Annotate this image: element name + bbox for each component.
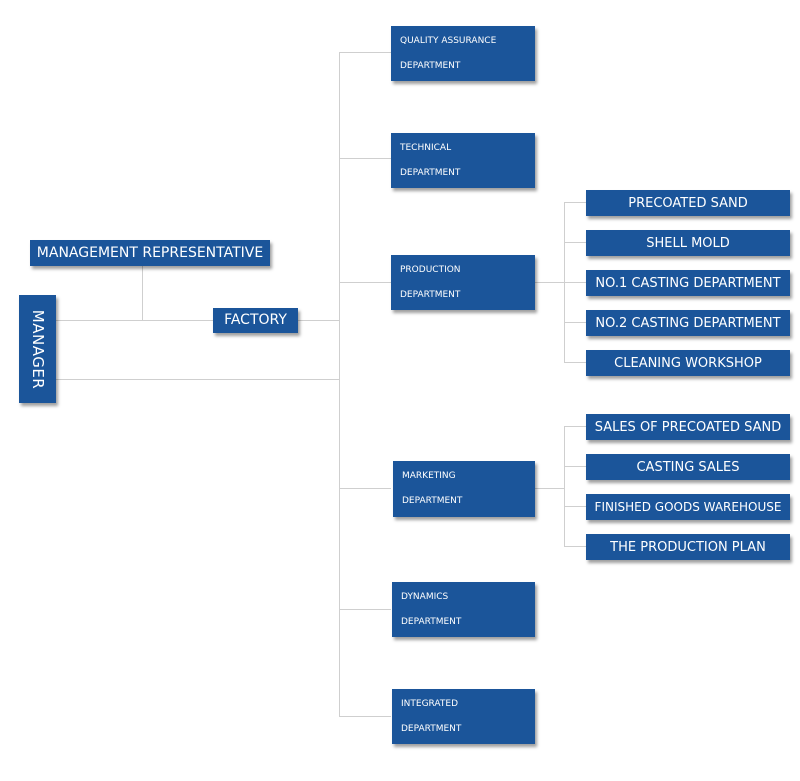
node-dept-technical: TECHNICAL DEPARTMENT [391, 133, 535, 188]
node-sub-label: SHELL MOLD [646, 235, 730, 251]
connector-prod-out [535, 282, 565, 283]
connector-branch-prod [339, 282, 391, 283]
node-dept-label-line1: PRODUCTION [400, 264, 461, 275]
node-sub-label: FINISHED GOODS WAREHOUSE [594, 499, 782, 514]
node-dept-marketing: MARKETING DEPARTMENT [393, 461, 535, 517]
connector-prod-child-2 [564, 242, 586, 243]
node-dept-quality-assurance: QUALITY ASSURANCE DEPARTMENT [391, 26, 535, 81]
node-sub-label: NO.2 CASTING DEPARTMENT [595, 315, 781, 331]
node-sub-label: NO.1 CASTING DEPARTMENT [595, 275, 781, 291]
node-sub-sales-precoated-sand: SALES OF PRECOATED SAND [586, 414, 790, 440]
node-sub-label: CASTING SALES [636, 459, 740, 475]
connector-mkt-child-4 [564, 546, 586, 547]
node-dept-label-line1: TECHNICAL [400, 142, 452, 153]
node-dept-label-line1: QUALITY ASSURANCE [400, 35, 497, 46]
connector-mkt-spine [564, 426, 565, 546]
connector-mkt-child-3 [564, 506, 586, 507]
node-sub-label: SALES OF PRECOATED SAND [594, 419, 782, 435]
connector-factory-to-trunk [298, 320, 340, 321]
node-management-representative-label: MANAGEMENT REPRESENTATIVE [36, 244, 264, 261]
node-dept-production: PRODUCTION DEPARTMENT [391, 255, 535, 310]
connector-branch-qa [339, 52, 391, 53]
node-sub-cleaning-workshop: CLEANING WORKSHOP [586, 350, 790, 376]
node-dept-label-line2: DEPARTMENT [400, 167, 461, 178]
node-dept-label-line1: INTEGRATED [401, 698, 459, 709]
node-factory-label: FACTORY [224, 312, 287, 328]
connector-mkt-child-2 [564, 466, 586, 467]
connector-prod-child-1 [564, 202, 586, 203]
node-dept-integrated: INTEGRATED DEPARTMENT [392, 689, 535, 744]
connector-branch-mkt [339, 488, 391, 489]
connector-branch-dyn [339, 609, 391, 610]
node-sub-precoated-sand: PRECOATED SAND [586, 190, 790, 216]
node-sub-no1-casting: NO.1 CASTING DEPARTMENT [586, 270, 790, 296]
connector-branch-tech [339, 158, 391, 159]
node-dept-label-line2: DEPARTMENT [401, 723, 462, 734]
node-dept-dynamics: DYNAMICS DEPARTMENT [392, 582, 535, 637]
connector-prod-child-5 [564, 362, 586, 363]
node-manager: MANAGER [19, 295, 56, 403]
connector-manager-to-trunk [56, 379, 340, 380]
connector-rep-drop [142, 266, 143, 321]
connector-prod-child-3 [564, 282, 586, 283]
node-management-representative: MANAGEMENT REPRESENTATIVE [30, 240, 270, 266]
node-dept-label-line2: DEPARTMENT [401, 616, 462, 627]
node-dept-label-line1: DYNAMICS [401, 591, 449, 602]
connector-branch-int [339, 716, 391, 717]
node-sub-production-plan: THE PRODUCTION PLAN [586, 534, 790, 560]
connector-prod-child-4 [564, 322, 586, 323]
connector-trunk [339, 52, 340, 716]
node-sub-label: THE PRODUCTION PLAN [610, 539, 766, 555]
node-sub-shell-mold: SHELL MOLD [586, 230, 790, 256]
node-dept-label-line2: DEPARTMENT [402, 496, 463, 506]
node-dept-label-line1: MARKETING [402, 471, 456, 481]
connector-mkt-child-1 [564, 426, 586, 427]
node-dept-label-line2: DEPARTMENT [400, 289, 461, 300]
node-factory: FACTORY [213, 308, 298, 333]
node-dept-label-line2: DEPARTMENT [400, 60, 461, 71]
node-sub-casting-sales: CASTING SALES [586, 454, 790, 480]
node-sub-finished-goods-warehouse: FINISHED GOODS WAREHOUSE [586, 494, 790, 520]
connector-mkt-out [535, 488, 565, 489]
connector-manager-to-factory [56, 320, 213, 321]
node-manager-label: MANAGER [29, 309, 48, 389]
node-sub-label: CLEANING WORKSHOP [614, 355, 762, 371]
node-sub-label: PRECOATED SAND [628, 195, 748, 211]
node-sub-no2-casting: NO.2 CASTING DEPARTMENT [586, 310, 790, 336]
